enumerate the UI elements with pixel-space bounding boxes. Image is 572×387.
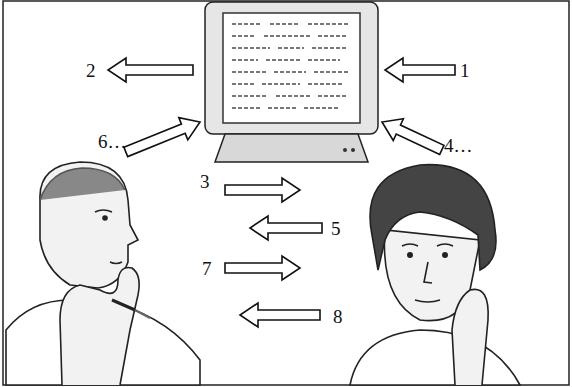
callout-number: 3 bbox=[200, 172, 210, 191]
callout-number: 7 bbox=[202, 259, 212, 278]
boy-figure bbox=[350, 165, 520, 385]
callout-number: 2 bbox=[86, 61, 96, 80]
callout-number: 4… bbox=[444, 136, 473, 155]
computer-monitor bbox=[205, 2, 378, 162]
man-figure bbox=[6, 162, 200, 385]
callout-number: 1 bbox=[460, 61, 470, 80]
callout-number: 5 bbox=[331, 219, 341, 238]
callout-number: 6… bbox=[98, 132, 127, 151]
callout-number: 8 bbox=[333, 307, 343, 326]
